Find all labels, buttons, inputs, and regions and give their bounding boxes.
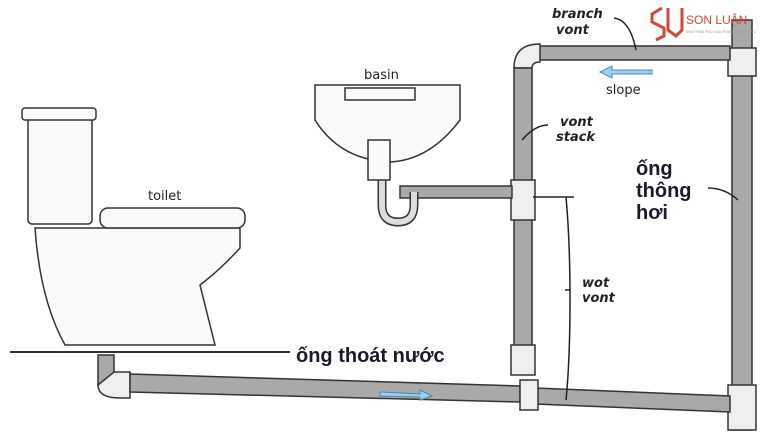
basin-label: basin — [364, 68, 399, 83]
basin-tailpiece — [367, 139, 391, 181]
branch-vent-label-2: vont — [556, 23, 590, 38]
branch-vent-label-1: branch — [552, 7, 603, 22]
vent-pipe-label-1: ống — [636, 158, 673, 180]
main-drain-pipe-2 — [534, 387, 731, 413]
flow-arrow-icon — [379, 389, 434, 401]
main-drain-pipe — [129, 373, 521, 403]
wet-vent-label-2: vont — [582, 291, 616, 306]
logo-tagline: NHÀ PHÂN PHỐI SẢN PHẨM CHÍNH HÃNG — [686, 29, 756, 34]
basin-faucet — [344, 87, 416, 101]
main-vent-stack-pipe — [731, 19, 753, 431]
slope-arrow-icon — [598, 65, 653, 79]
logo-name: SON LUẬN — [686, 12, 747, 27]
vent-pipe-label-2: thông — [636, 180, 692, 202]
basin-drain-pipe — [399, 185, 513, 199]
toilet-tank-lid — [21, 107, 97, 121]
vent-pipe-label-3: hơi — [636, 202, 668, 224]
drain-fitting — [519, 379, 539, 411]
wet-vent-label-1: wot — [582, 276, 610, 291]
stack-fitting — [727, 47, 757, 77]
slope-label: slope — [606, 83, 641, 98]
wye-fitting — [510, 344, 536, 376]
son-luan-logo: SON LUẬN NHÀ PHÂN PHỐI SẢN PHẨM CHÍNH HÃ… — [650, 6, 756, 42]
vent-stack-label-2: stack — [556, 130, 596, 145]
branch-elbow — [513, 43, 541, 69]
vent-stack-tee — [510, 179, 536, 221]
toilet-tank — [27, 111, 93, 225]
toilet-bowl — [34, 227, 241, 346]
toilet-label: toilet — [148, 189, 181, 204]
wet-vent-brace — [565, 196, 571, 401]
drain-pipe-label: ống thoát nước — [296, 345, 445, 367]
vent-stack-label-1: vont — [560, 115, 594, 130]
stack-base-fitting — [727, 384, 757, 431]
toilet-seat — [99, 207, 246, 229]
branch-vent-pipe — [527, 45, 731, 61]
